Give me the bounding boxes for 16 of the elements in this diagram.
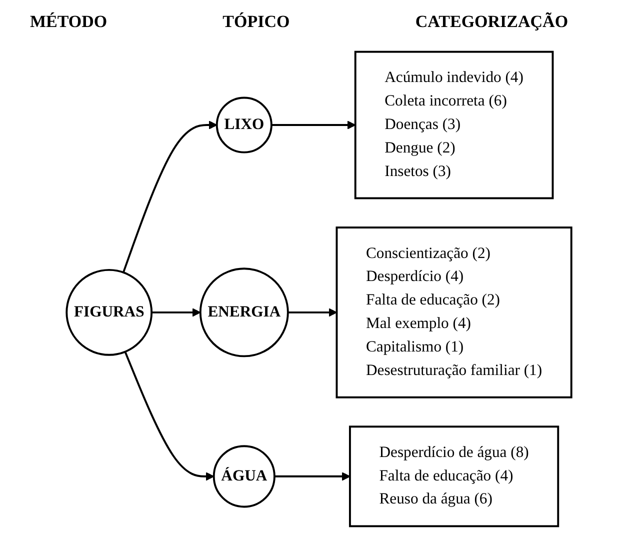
arrow	[288, 308, 338, 317]
node-circle: ÁGUA	[212, 445, 276, 508]
node-box: Conscientização (2) Desperdício (4) Falta de educação (2) Mal exemplo (4) Capitalismo (1) Desestruturação familiar (1)	[336, 226, 572, 398]
node-circle: LIXO	[216, 96, 272, 154]
arrow	[271, 120, 356, 130]
column-heading: MÉTODO	[30, 12, 108, 32]
node-box: Acúmulo indevido (4) Coleta incorreta (6) Doenças (3) Dengue (2) Insetos (3)	[354, 50, 554, 200]
node-circle: ENERGIA	[199, 268, 289, 358]
column-heading: TÓPICO	[222, 12, 291, 32]
arrow	[274, 472, 350, 481]
column-heading: CATEGORIZAÇÃO	[415, 12, 570, 32]
arrow	[124, 351, 214, 481]
arrow	[152, 308, 201, 317]
arrow	[122, 120, 218, 273]
node-circle: FIGURAS	[66, 268, 153, 356]
node-box: Desperdício de água (8) Falta de educação (4) Reuso da água (6)	[348, 426, 560, 528]
